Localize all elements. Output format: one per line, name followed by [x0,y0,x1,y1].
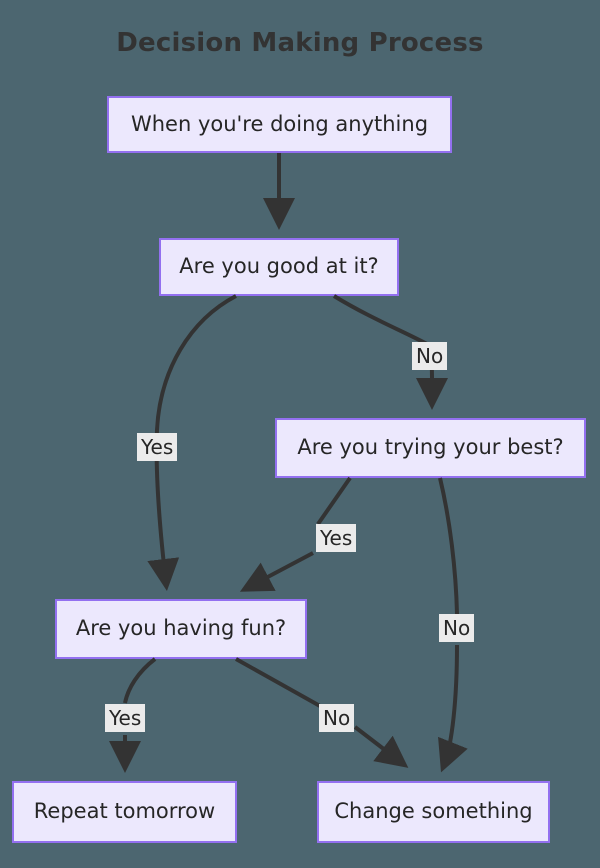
edge-label-good-to-trying-no: No [412,342,448,370]
edge-label-fun-to-change-no: No [319,704,355,732]
node-trying-label: Are you trying your best? [297,435,564,460]
node-are-you-having-fun[interactable]: Are you having fun? [55,599,307,659]
node-repeat-label: Repeat tomorrow [33,799,216,824]
edge-trying-to-change-no [440,477,457,765]
node-are-you-trying-your-best[interactable]: Are you trying your best? [275,418,586,478]
node-change-label: Change something [334,799,533,824]
page-title: Decision Making Process [116,28,484,58]
node-good-label: Are you good at it? [179,254,379,279]
node-fun-label: Are you having fun? [75,616,287,641]
edge-good-to-fun-yes [147,294,237,591]
edge-trying-to-fun-yes [247,476,352,588]
edge-label-trying-to-change-no: No [439,614,475,642]
edge-label-fun-to-repeat-yes: Yes [105,704,146,732]
edge-label-trying-to-fun-yes: Yes [316,524,357,552]
node-start[interactable]: When you're doing anything [107,96,452,153]
node-are-you-good-at-it[interactable]: Are you good at it? [159,238,399,296]
node-start-label: When you're doing anything [130,111,429,136]
edge-fun-to-change-no [235,657,402,763]
edge-fun-to-repeat-yes [125,657,155,765]
edge-label-good-to-fun-yes: Yes [137,433,178,461]
